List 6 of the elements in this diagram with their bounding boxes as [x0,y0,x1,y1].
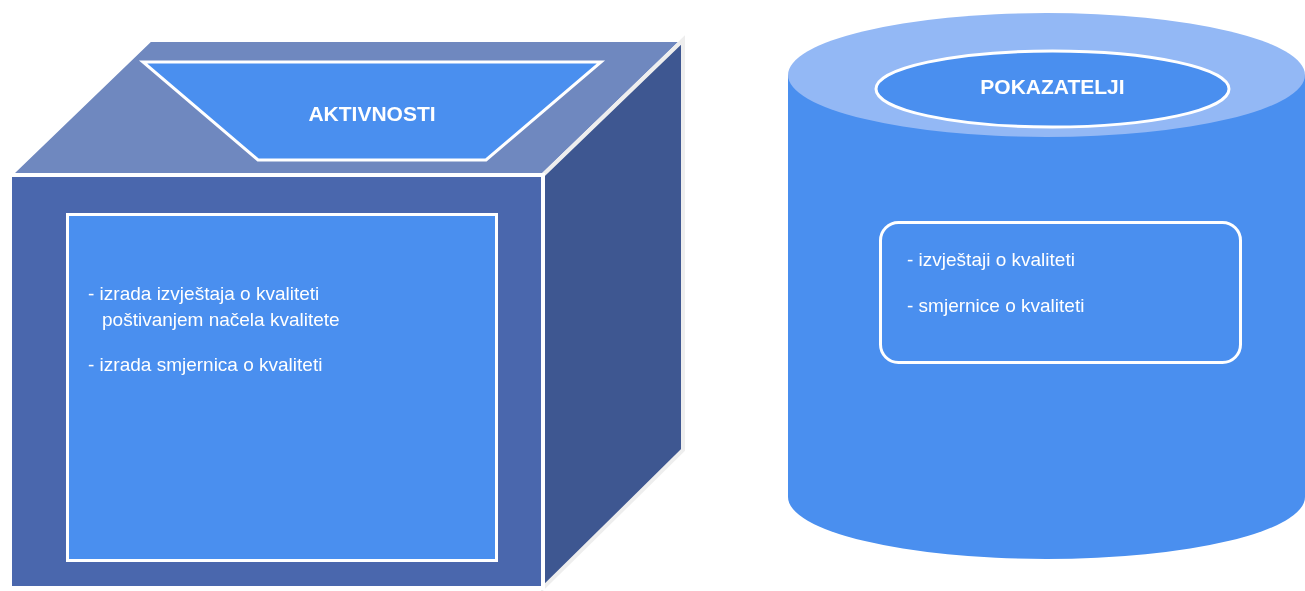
list-item: - izvještaji o kvaliteti [907,248,1076,272]
heading: AKTIVNOSTI [307,102,437,126]
list-item: - izrada smjernica o kvaliteti [88,353,324,378]
heading: POKAZATELJI [979,75,1126,99]
list-item: - izrada izvještaja o kvaliteti poštivanjem načela kvalitete [88,282,341,332]
list-item: - smjernice o kvaliteti [907,293,1086,318]
